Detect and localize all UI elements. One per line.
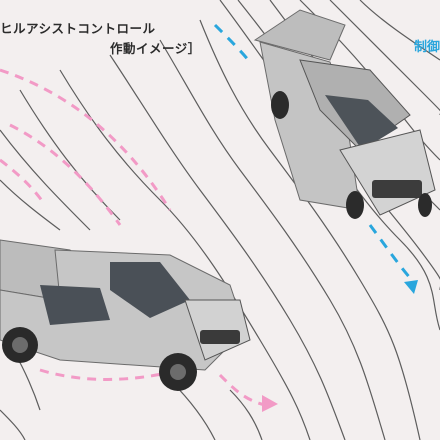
blue-path-label: 制御 (413, 40, 440, 55)
caption-line-2: 作動イメージ］ (110, 41, 201, 56)
upper-truck (253, 9, 436, 219)
blue-arrow-head (404, 280, 418, 294)
lower-truck (0, 239, 251, 391)
pink-path (0, 68, 266, 407)
pink-arrow-head (262, 395, 278, 412)
caption-line-1: ヒルアシストコントロール (0, 21, 156, 36)
blue-path (213, 23, 412, 279)
